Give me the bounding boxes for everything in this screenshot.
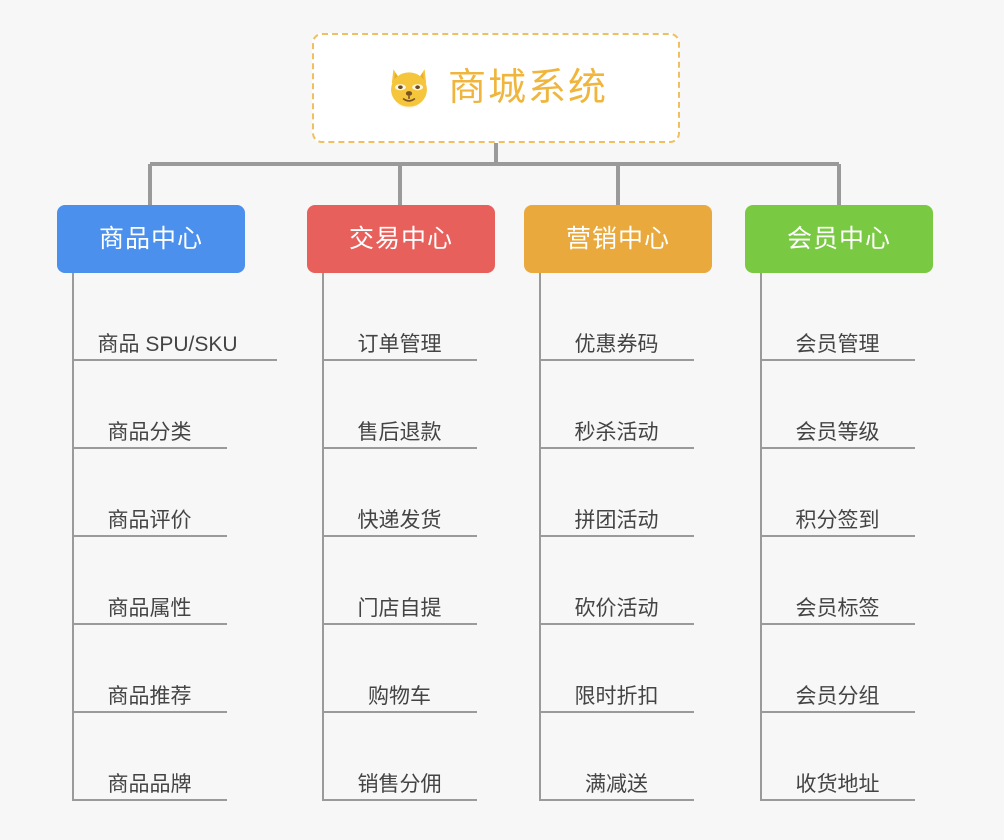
tree-item[interactable]: 销售分佣 bbox=[307, 713, 495, 801]
category-column-marketing-center: 营销中心优惠券码秒杀活动拼团活动砍价活动限时折扣满减送 bbox=[524, 205, 712, 801]
tree-item-underline bbox=[760, 799, 915, 801]
category-label: 交易中心 bbox=[348, 224, 453, 253]
tree-item[interactable]: 收货地址 bbox=[745, 713, 933, 801]
tree-item-underline bbox=[322, 711, 477, 713]
tree-item-underline bbox=[760, 359, 915, 361]
tree-item-label: 会员等级 bbox=[795, 421, 880, 444]
tree-rail bbox=[322, 273, 324, 801]
tree-item-label: 优惠券码 bbox=[574, 333, 659, 356]
tree-item-label: 快递发货 bbox=[357, 509, 442, 532]
tree-item[interactable]: 购物车 bbox=[307, 625, 495, 713]
tree-item-underline bbox=[539, 711, 694, 713]
tree-item-label: 订单管理 bbox=[357, 333, 442, 356]
tree-item[interactable]: 商品分类 bbox=[57, 361, 245, 449]
category-column-member-center: 会员中心会员管理会员等级积分签到会员标签会员分组收货地址 bbox=[745, 205, 933, 801]
tree-item-label: 收货地址 bbox=[795, 773, 880, 796]
tree-item-label: 商品评价 bbox=[107, 509, 192, 532]
tree-item-label: 购物车 bbox=[368, 685, 431, 708]
tree-item-label: 积分签到 bbox=[795, 509, 880, 532]
tree-item[interactable]: 积分签到 bbox=[745, 449, 933, 537]
tree-item[interactable]: 拼团活动 bbox=[524, 449, 712, 537]
tree-item[interactable]: 快递发货 bbox=[307, 449, 495, 537]
tree-item-underline bbox=[72, 535, 227, 537]
tree-item-underline bbox=[539, 447, 694, 449]
tree-item[interactable]: 限时折扣 bbox=[524, 625, 712, 713]
tree-item-underline bbox=[322, 535, 477, 537]
tree-item-label: 限时折扣 bbox=[574, 685, 659, 708]
tree-item[interactable]: 门店自提 bbox=[307, 537, 495, 625]
tree-item[interactable]: 商品品牌 bbox=[57, 713, 245, 801]
root-node-content: 商城系统 bbox=[384, 63, 608, 113]
tree-item-underline bbox=[539, 359, 694, 361]
tree-item-label: 拼团活动 bbox=[574, 509, 659, 532]
category-children-product-center: 商品 SPU/SKU 商品分类商品评价商品属性商品推荐商品品牌 bbox=[57, 273, 277, 801]
category-label: 营销中心 bbox=[565, 224, 670, 253]
root-node[interactable]: 商城系统 bbox=[312, 33, 680, 143]
category-box-product-center[interactable]: 商品中心 bbox=[57, 205, 245, 273]
tree-item-label: 商品 SPU/SKU bbox=[97, 333, 238, 356]
tree-item[interactable]: 秒杀活动 bbox=[524, 361, 712, 449]
tree-item-underline bbox=[72, 623, 227, 625]
tree-item-label: 售后退款 bbox=[357, 421, 442, 444]
tree-item-label: 门店自提 bbox=[357, 597, 442, 620]
tree-item-underline bbox=[539, 623, 694, 625]
tree-item-label: 会员标签 bbox=[795, 597, 880, 620]
tree-item[interactable]: 会员分组 bbox=[745, 625, 933, 713]
category-label: 商品中心 bbox=[98, 224, 203, 253]
category-box-member-center[interactable]: 会员中心 bbox=[745, 205, 933, 273]
tree-item[interactable]: 优惠券码 bbox=[524, 273, 712, 361]
category-column-product-center: 商品中心商品 SPU/SKU 商品分类商品评价商品属性商品推荐商品品牌 bbox=[57, 205, 277, 801]
category-label: 会员中心 bbox=[786, 224, 891, 253]
tree-item-underline bbox=[72, 359, 277, 361]
tree-item[interactable]: 商品属性 bbox=[57, 537, 245, 625]
tree-item-label: 满减送 bbox=[585, 773, 648, 796]
tree-item-underline bbox=[760, 447, 915, 449]
category-box-trade-center[interactable]: 交易中心 bbox=[307, 205, 495, 273]
tree-item[interactable]: 砍价活动 bbox=[524, 537, 712, 625]
tree-item-label: 商品属性 bbox=[107, 597, 192, 620]
tree-item-underline bbox=[72, 711, 227, 713]
tree-item[interactable]: 会员等级 bbox=[745, 361, 933, 449]
tree-item[interactable]: 商品 SPU/SKU bbox=[57, 273, 277, 361]
tree-item[interactable]: 会员标签 bbox=[745, 537, 933, 625]
tree-item-label: 砍价活动 bbox=[574, 597, 659, 620]
tree-rail bbox=[760, 273, 762, 801]
tree-item-underline bbox=[760, 623, 915, 625]
tree-item-underline bbox=[322, 447, 477, 449]
tree-item[interactable]: 商品评价 bbox=[57, 449, 245, 537]
tree-item-underline bbox=[322, 799, 477, 801]
tree-item-label: 商品分类 bbox=[107, 421, 192, 444]
tree-item-underline bbox=[322, 623, 477, 625]
category-box-marketing-center[interactable]: 营销中心 bbox=[524, 205, 712, 273]
tree-item-label: 秒杀活动 bbox=[574, 421, 659, 444]
tree-rail bbox=[72, 273, 74, 801]
tree-item[interactable]: 商品推荐 bbox=[57, 625, 245, 713]
tree-item-underline bbox=[72, 799, 227, 801]
tree-item[interactable]: 订单管理 bbox=[307, 273, 495, 361]
tree-item-label: 会员管理 bbox=[795, 333, 880, 356]
tree-item-label: 销售分佣 bbox=[357, 773, 442, 796]
tree-item-underline bbox=[539, 799, 694, 801]
tree-item-label: 商品品牌 bbox=[107, 773, 192, 796]
tree-item[interactable]: 会员管理 bbox=[745, 273, 933, 361]
category-children-trade-center: 订单管理售后退款快递发货门店自提购物车销售分佣 bbox=[307, 273, 495, 801]
shiba-dog-icon bbox=[384, 63, 434, 113]
tree-item-underline bbox=[72, 447, 227, 449]
tree-item-underline bbox=[760, 535, 915, 537]
category-column-trade-center: 交易中心订单管理售后退款快递发货门店自提购物车销售分佣 bbox=[307, 205, 495, 801]
tree-item-label: 会员分组 bbox=[795, 685, 880, 708]
tree-item-underline bbox=[322, 359, 477, 361]
tree-item[interactable]: 满减送 bbox=[524, 713, 712, 801]
tree-item[interactable]: 售后退款 bbox=[307, 361, 495, 449]
tree-item-underline bbox=[539, 535, 694, 537]
tree-item-label: 商品推荐 bbox=[107, 685, 192, 708]
root-title: 商城系统 bbox=[447, 67, 608, 109]
tree-item-underline bbox=[760, 711, 915, 713]
tree-rail bbox=[539, 273, 541, 801]
category-children-marketing-center: 优惠券码秒杀活动拼团活动砍价活动限时折扣满减送 bbox=[524, 273, 712, 801]
category-children-member-center: 会员管理会员等级积分签到会员标签会员分组收货地址 bbox=[745, 273, 933, 801]
